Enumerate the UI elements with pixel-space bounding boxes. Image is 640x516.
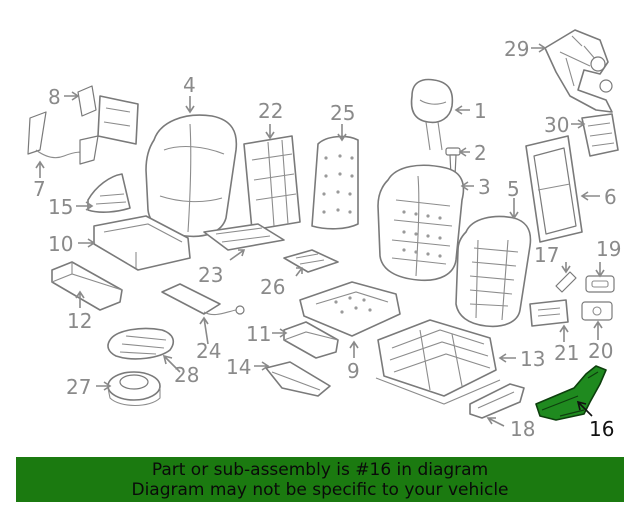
part-10-drawing	[93, 215, 191, 271]
part-6-drawing	[525, 135, 583, 243]
callout-14: 14	[226, 355, 251, 379]
part-14-drawing	[265, 361, 331, 397]
callout-21: 21	[554, 341, 579, 365]
part-30-drawing	[581, 113, 619, 157]
part-5-drawing	[455, 215, 532, 328]
callout-18: 18	[510, 417, 535, 441]
callout-6: 6	[604, 185, 617, 209]
callout-12: 12	[67, 309, 92, 333]
callout-25: 25	[330, 101, 355, 125]
callout-30: 30	[544, 113, 569, 137]
part-20-drawing	[581, 301, 613, 321]
part-12-drawing	[51, 261, 123, 311]
banner-line-part-number: Part or sub-assembly is #16 in diagram	[151, 460, 489, 480]
part-17-drawing	[555, 271, 577, 293]
diagram-notice-banner: Part or sub-assembly is #16 in diagram D…	[16, 457, 624, 502]
callout-3: 3	[478, 175, 491, 199]
banner-line-disclaimer: Diagram may not be specific to your vehi…	[131, 480, 509, 500]
callout-28: 28	[174, 363, 199, 387]
part-7-drawing	[27, 111, 99, 165]
part-23-drawing	[203, 223, 285, 251]
part-24-drawing	[161, 283, 245, 316]
part-28-drawing	[107, 327, 175, 360]
part-4-drawing	[145, 114, 238, 238]
callout-17: 17	[534, 243, 559, 267]
callout-11: 11	[246, 322, 271, 346]
callout-7: 7	[33, 177, 46, 201]
callout-26: 26	[260, 275, 285, 299]
part-13-drawing	[375, 319, 501, 405]
part-25-drawing	[311, 135, 359, 230]
callout-8: 8	[48, 85, 61, 109]
callout-22: 22	[258, 99, 283, 123]
part-18-drawing	[469, 383, 525, 419]
part-11-drawing	[283, 321, 339, 359]
callout-20: 20	[588, 339, 613, 363]
callout-27: 27	[66, 375, 91, 399]
part-21-drawing	[529, 299, 569, 327]
callout-labels: 29 30 1 2 3 4 5 6 7 8 9 10 11 12 13 14 1…	[33, 37, 621, 441]
callout-5: 5	[507, 177, 520, 201]
callout-2: 2	[474, 141, 487, 165]
part-16-drawing	[535, 365, 607, 421]
part-3-drawing	[377, 164, 465, 282]
part-27-drawing	[107, 371, 161, 407]
callout-4: 4	[183, 73, 196, 97]
callout-24: 24	[196, 339, 221, 363]
callout-13: 13	[520, 347, 545, 371]
callout-19: 19	[596, 237, 621, 261]
part-22-drawing	[243, 135, 301, 231]
callout-9: 9	[347, 359, 360, 383]
callout-1: 1	[474, 99, 487, 123]
callout-16: 16	[589, 417, 614, 441]
part-9-drawing	[299, 281, 401, 337]
part-19-drawing	[585, 275, 615, 293]
callout-10: 10	[48, 232, 73, 256]
callout-29: 29	[504, 37, 529, 61]
part-8-drawing	[77, 85, 139, 145]
callout-23: 23	[198, 263, 223, 287]
part-1-drawing	[410, 78, 454, 151]
part-26-drawing	[283, 249, 339, 273]
part-15-drawing	[87, 173, 131, 213]
part-29-drawing	[544, 29, 613, 113]
leader-lines	[35, 43, 605, 427]
callout-15: 15	[48, 195, 73, 219]
